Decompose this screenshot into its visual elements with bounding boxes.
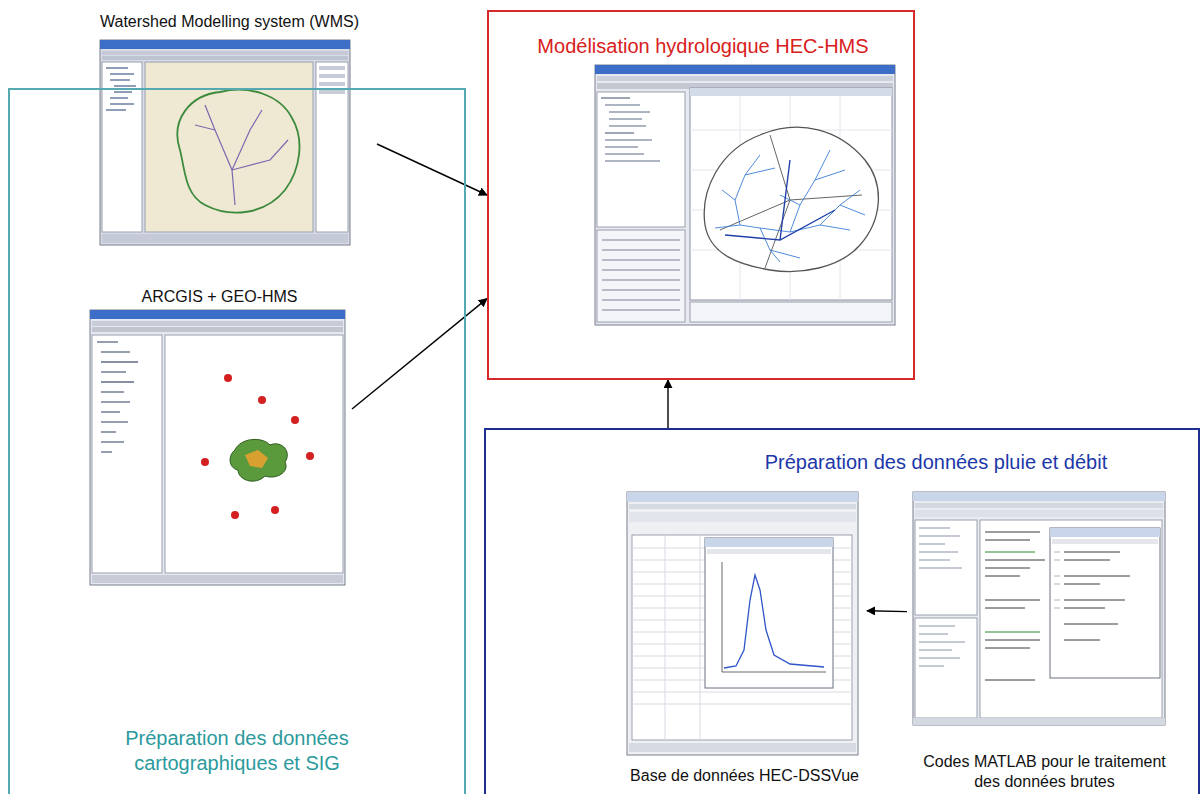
dssvue-screenshot — [627, 492, 858, 755]
node-label: Watershed Modelling system (WMS) — [82, 12, 377, 32]
wms-screenshot — [100, 40, 350, 245]
hms-box: Modélisation hydrologique HEC-HMS — [487, 10, 915, 380]
flow-arrow — [867, 610, 907, 612]
node-label: Codes MATLAB pour le traitement des donn… — [922, 752, 1167, 792]
sig-panel: Préparation des données cartographiques … — [8, 88, 466, 794]
matlab-tool: Codes MATLAB pour le traitement des donn… — [907, 490, 1182, 794]
wms-tool: Watershed Modelling system (WMS) — [82, 12, 377, 252]
node-label: Préparation des données pluie et débit — [686, 450, 1186, 475]
node-label: ARCGIS + GEO-HMS — [87, 287, 352, 307]
flow-arrow — [377, 144, 487, 195]
node-label: Préparation des données cartographiques … — [87, 726, 387, 776]
node-label: Base de données HEC-DSSVue — [622, 766, 867, 786]
arcgis-screenshot — [90, 310, 345, 585]
flow-arrow — [352, 299, 487, 409]
dssvue-tool: Base de données HEC-DSSVue — [622, 490, 867, 792]
node-label: Modélisation hydrologique HEC-HMS — [489, 34, 917, 59]
flow-arrow — [667, 380, 668, 428]
matlab-screenshot — [913, 492, 1165, 725]
rain-flow-panel: Préparation des données pluie et débitBa… — [484, 428, 1200, 794]
arcgis-tool: ARCGIS + GEO-HMS — [87, 287, 352, 592]
hec-hms-screenshot — [595, 65, 895, 325]
